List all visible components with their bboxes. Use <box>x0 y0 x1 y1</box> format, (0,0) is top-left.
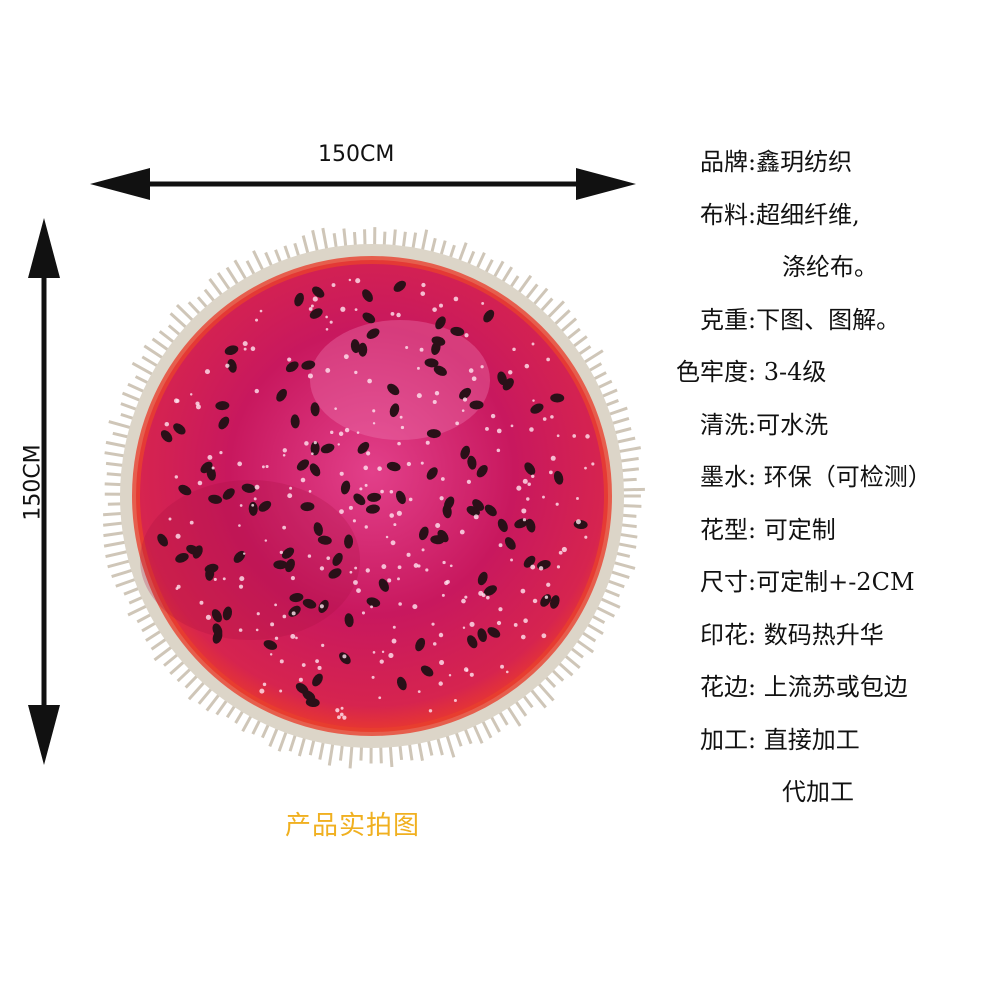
height-label: 150CM <box>20 444 46 521</box>
spec-value: 上流苏或包边 <box>756 673 908 701</box>
spec-row: 印花: 数码热升华 <box>676 613 996 666</box>
spec-value: 鑫玥纺织 <box>756 148 853 176</box>
spec-label: 印花: <box>700 620 757 649</box>
spec-row: 加工: 直接加工 <box>676 718 996 771</box>
spec-row: 墨水: 环保（可检测） <box>676 455 996 508</box>
spec-row: 涤纶布。 <box>676 245 996 298</box>
width-label: 150CM <box>318 142 395 167</box>
spec-label: 色牢度: <box>676 358 757 386</box>
spec-label: 尺寸: <box>700 568 757 596</box>
spec-row: 代加工 <box>676 770 996 823</box>
spec-value: 数码热升华 <box>756 620 884 649</box>
spec-label: 布料: <box>700 200 757 229</box>
spec-value: 代加工 <box>782 778 854 806</box>
speckles <box>164 278 595 720</box>
spec-list: 品牌:鑫玥纺织布料:超细纤维,涤纶布。克重:下图、图解。色牢度: 3-4级清洗:… <box>676 140 996 823</box>
spec-label: 花边: <box>700 673 757 701</box>
spec-value: 3-4级 <box>756 358 827 386</box>
spec-row: 花型: 可定制 <box>676 508 996 561</box>
spec-label: 加工: <box>700 725 757 754</box>
spec-row: 尺寸:可定制+-2CM <box>676 560 996 613</box>
spec-row: 布料:超细纤维, <box>676 193 996 246</box>
spec-value: 环保（可检测） <box>756 463 932 491</box>
spec-value: 下图、图解。 <box>756 305 901 334</box>
spec-value: 可定制 <box>756 515 836 544</box>
spec-value: 可水洗 <box>756 410 829 439</box>
spec-label: 克重: <box>700 305 757 334</box>
spec-row: 清洗:可水洗 <box>676 403 996 456</box>
spec-label: 墨水: <box>700 463 757 491</box>
spec-row: 色牢度: 3-4级 <box>676 350 996 403</box>
width-arrow <box>90 168 636 200</box>
height-arrow <box>28 218 60 765</box>
spec-value: 涤纶布。 <box>782 253 878 281</box>
spec-row: 品牌:鑫玥纺织 <box>676 140 996 193</box>
watermelon-seeds <box>157 280 588 708</box>
spec-value: 直接加工 <box>756 725 860 754</box>
spec-value: 超细纤维, <box>756 200 860 229</box>
spec-row: 克重:下图、图解。 <box>676 298 996 351</box>
spec-label: 清洗: <box>700 410 757 439</box>
spec-value: 可定制+-2CM <box>756 568 915 596</box>
spec-label: 品牌: <box>700 148 757 176</box>
spec-row: 花边: 上流苏或包边 <box>676 665 996 718</box>
spec-label: 花型: <box>700 515 757 544</box>
caption: 产品实拍图 <box>285 811 421 841</box>
